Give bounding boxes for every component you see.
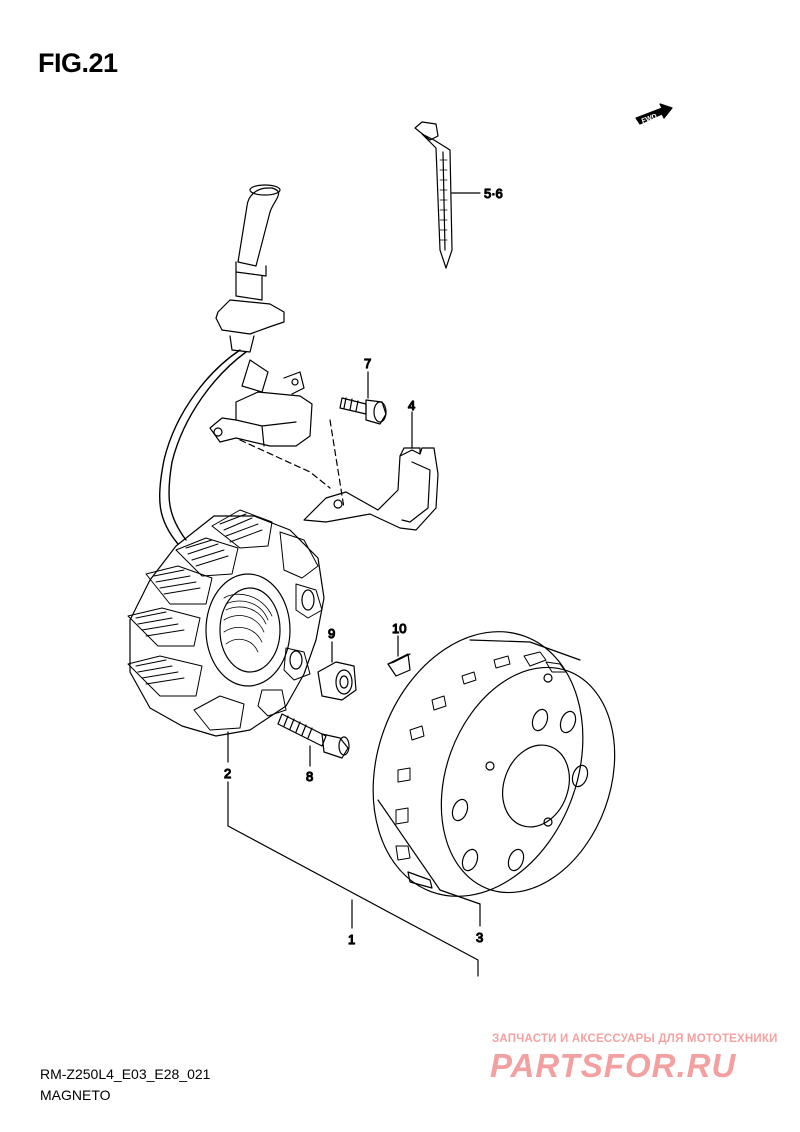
- callout-7: 7: [364, 356, 371, 371]
- fwd-arrow-icon: FWD: [635, 103, 673, 125]
- bolt-part-8: [277, 713, 350, 759]
- stator-part-2: [127, 509, 325, 737]
- callout-9: 9: [328, 626, 335, 641]
- callout-5-6: 5·6: [484, 186, 503, 201]
- leader-group-1: [227, 781, 479, 977]
- watermark-tagline: ЗАПЧАСТИ И АКСЕССУАРЫ ДЛЯ МОТОТЕХНИКИ: [492, 1033, 778, 1045]
- screw-part-7: [339, 397, 387, 425]
- figure-title: FIG.21: [38, 48, 118, 78]
- callout-10: 10: [392, 621, 406, 636]
- bracket-part-4: [303, 447, 439, 531]
- watermark-logo: PARTSFOR.RU: [490, 1047, 737, 1084]
- wire-harness: [159, 184, 313, 545]
- diagram-code: RM-Z250L4_E03_E28_021: [40, 1066, 211, 1082]
- callout-3: 3: [476, 930, 483, 945]
- callout-8: 8: [306, 769, 313, 784]
- cable-tie-part: [414, 121, 453, 269]
- key-part-10: [387, 653, 411, 677]
- diagram-name: MAGNETO: [40, 1087, 111, 1103]
- rotor-part-3: [372, 631, 616, 905]
- assembly-dash: [239, 439, 331, 489]
- callout-1: 1: [348, 932, 355, 947]
- callout-2: 2: [224, 766, 231, 781]
- nut-part-9: [317, 661, 357, 701]
- callout-4: 4: [408, 398, 415, 413]
